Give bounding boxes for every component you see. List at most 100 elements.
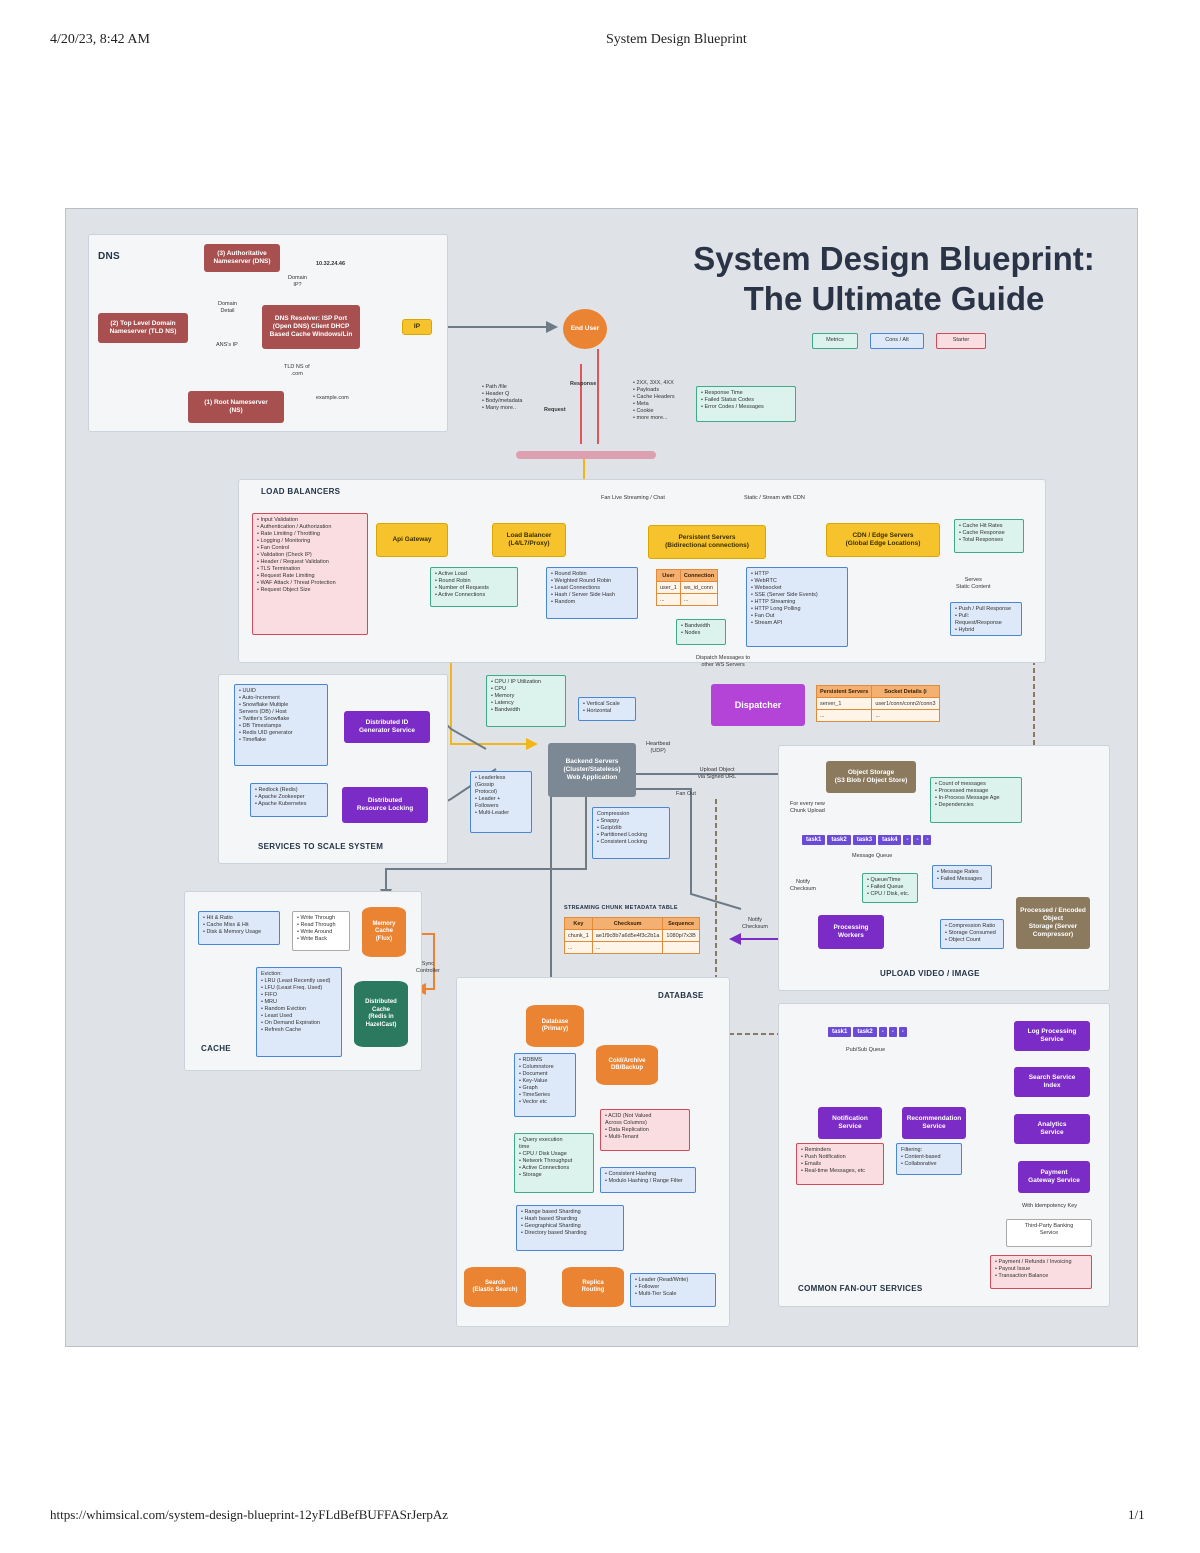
connection-cell: ws_id_conn bbox=[679, 581, 719, 594]
update-checksum-label: Notify Checksum bbox=[742, 917, 768, 930]
cold-archive-db[interactable]: Cold/Archive DB/Backup bbox=[596, 1045, 658, 1085]
fanout-live-label: Fan Live Streaming / Chat bbox=[601, 495, 665, 501]
recommendation-service[interactable]: Recommendation Service bbox=[902, 1107, 966, 1139]
object-storage[interactable]: Object Storage (S3 Blob / Object Store) bbox=[826, 761, 916, 793]
notification-notes: • Reminders • Push Notification • Emails… bbox=[796, 1143, 884, 1185]
tld-nameserver[interactable]: (2) Top Level Domain Nameserver (TLD NS) bbox=[98, 313, 188, 343]
fanout-static-label: Static / Stream with CDN bbox=[744, 495, 805, 501]
db-types-note: • RDBMS • Columnstore • Document • Key-V… bbox=[514, 1053, 576, 1117]
dispatch-caption: Dispatch Messages to other WS Servers bbox=[696, 655, 751, 668]
persistent-servers[interactable]: Persistent Servers (Bidirectional connec… bbox=[648, 525, 766, 559]
tld-ns-label: TLD NS of .com bbox=[284, 364, 310, 377]
dispatcher-header: Persistent Servers bbox=[815, 685, 873, 698]
queue-cell: task1 bbox=[802, 835, 826, 845]
chunk-header: Checksum bbox=[591, 917, 664, 930]
diagram-canvas: DNS (3) Authoritative Nameserver (DNS) (… bbox=[65, 208, 1138, 1347]
eviction-notes: Eviction: • LRU (Least Recently used) • … bbox=[256, 967, 342, 1057]
request-right-notes: • 2XX, 3XX, 4XX • Payloads • Cache Heade… bbox=[633, 380, 675, 421]
diagram-title-line1: System Design Blueprint: bbox=[693, 240, 1095, 277]
dispatcher-cell: ... bbox=[871, 709, 940, 722]
pubsub-queue: task1 task2 - - - bbox=[828, 1027, 907, 1037]
processing-workers[interactable]: Processing Workers bbox=[818, 915, 884, 949]
request-label: Request bbox=[544, 407, 566, 413]
dns-title: DNS bbox=[98, 251, 121, 262]
replica-routing[interactable]: Replica Routing bbox=[562, 1267, 624, 1307]
domain-ip-label: Domain IP? bbox=[288, 275, 307, 288]
cache-metrics-note: • Hit & Ratio • Cache Miss & Hit • Disk … bbox=[198, 911, 280, 945]
print-url[interactable]: https://whimsical.com/system-design-blue… bbox=[50, 1507, 449, 1522]
queue-cell: - bbox=[913, 835, 922, 845]
db-metrics-note: • Query execution time • CPU / Disk Usag… bbox=[514, 1133, 594, 1193]
scaling-note: • Vertical Scale • Horizontal bbox=[578, 697, 636, 721]
heartbeat-label: Heartbeat (UDP) bbox=[646, 741, 671, 754]
lb-metrics-note: • Active Load • Round Robin • Number of … bbox=[430, 567, 518, 607]
queue-cell: - bbox=[923, 835, 932, 845]
end-user-node[interactable]: End User bbox=[563, 309, 607, 349]
compression-notes: Compression • Snappy • Gzip/zlib • Parti… bbox=[592, 807, 670, 859]
sharding-note: • Range based Sharding • Hash based Shar… bbox=[516, 1205, 624, 1251]
chunk-cell: ... bbox=[591, 941, 664, 954]
chunk-cell: ... bbox=[564, 941, 593, 954]
queue-cell: task2 bbox=[827, 835, 851, 845]
dispatcher-cell: user1/conn/conn2/conn3 bbox=[871, 697, 940, 710]
resource-locking-service[interactable]: Distributed Resource Locking bbox=[342, 787, 428, 823]
worker-metrics-note: • Queue/Time • Failed Queue • CPU / Disk… bbox=[862, 873, 918, 903]
chunk-cell: 1080p/7x3B bbox=[662, 929, 700, 942]
connection-header-conn: Connection bbox=[679, 569, 719, 582]
third-party-banking[interactable]: Third-Party Banking Service bbox=[1006, 1219, 1092, 1247]
pubsub-cell: task1 bbox=[828, 1027, 852, 1037]
connection-cell: user_1 bbox=[656, 581, 681, 594]
print-datetime: 4/20/23, 8:42 AM bbox=[50, 32, 150, 47]
scale-services-title: SERVICES TO SCALE SYSTEM bbox=[258, 842, 384, 851]
processed-object-storage[interactable]: Processed / Encoded Object Storage (Serv… bbox=[1016, 897, 1090, 949]
analytics-service[interactable]: Analytics Service bbox=[1014, 1114, 1090, 1144]
message-queue: task1 task2 task3 task4 - - - bbox=[802, 835, 932, 845]
dispatcher[interactable]: Dispatcher bbox=[711, 684, 805, 726]
backend-app-servers[interactable]: Backend Servers (Cluster/Stateless) Web … bbox=[548, 743, 636, 797]
authoritative-nameserver[interactable]: (3) Authoritative Nameserver (DNS) bbox=[204, 244, 280, 272]
pubsub-cell: - bbox=[878, 1027, 887, 1037]
connection-header-user: User bbox=[656, 569, 681, 582]
pubsub-cell: - bbox=[898, 1027, 907, 1037]
dispatcher-cell: server_1 bbox=[815, 697, 873, 710]
chunk-table-title: STREAMING CHUNK METADATA TABLE bbox=[564, 905, 678, 911]
cache-strategies-note: • Write Through • Read Through • Write A… bbox=[292, 911, 350, 951]
server-metrics-note: • CPU / IP Utilization • CPU • Memory • … bbox=[486, 675, 566, 727]
pubsub-label: Pub/Sub Queue bbox=[846, 1047, 886, 1053]
recommendation-notes: Filtering: • Content-based • Collaborati… bbox=[896, 1143, 962, 1175]
serves-static-label: Serves Static Content bbox=[956, 577, 991, 590]
payment-notes: • Payment / Refunds / Invoicing • Payout… bbox=[990, 1255, 1092, 1289]
dispatcher-header: Socket Details (i bbox=[871, 685, 940, 698]
load-balancer[interactable]: Load Balancer (L4/L7/Proxy) bbox=[492, 523, 566, 557]
leader-election-notes: • Leaderless (Gossip Protocol) • Leader … bbox=[470, 771, 532, 833]
primary-database[interactable]: Database (Primary) bbox=[526, 1005, 584, 1047]
search-service[interactable]: Search Service Index bbox=[1014, 1067, 1090, 1097]
root-nameserver[interactable]: (1) Root Nameserver (NS) bbox=[188, 391, 284, 423]
cdn-edge-servers[interactable]: CDN / Edge Servers (Global Edge Location… bbox=[826, 523, 940, 557]
compression-metrics-note: • Compression Ratio • Storage Consumed •… bbox=[940, 919, 1004, 949]
response-metrics-note: • Response Time • Failed Status Codes • … bbox=[696, 386, 796, 422]
lb-algorithms-note: • Round Robin • Weighted Round Robin • L… bbox=[546, 567, 638, 619]
payment-gateway-service[interactable]: Payment Gateway Service bbox=[1018, 1161, 1090, 1193]
replica-notes: • Leader (Read/Write) • Follower • Multi… bbox=[630, 1273, 716, 1307]
memory-cache[interactable]: Memory Cache (Flux) bbox=[362, 907, 406, 957]
notification-service[interactable]: Notification Service bbox=[818, 1107, 882, 1139]
sync-controller-label: Sync Controller bbox=[416, 961, 440, 974]
log-processing-service[interactable]: Log Processing Service bbox=[1014, 1021, 1090, 1051]
notify-checksum-label: Notify Checksum bbox=[790, 879, 816, 892]
api-gateway[interactable]: Api Gateway bbox=[376, 523, 448, 557]
print-title: System Design Blueprint bbox=[606, 32, 747, 47]
search-elastic[interactable]: Search (Elastic Search) bbox=[464, 1267, 526, 1307]
storage-metrics-note: • Count of messages • Processed message … bbox=[930, 777, 1022, 823]
connection-metrics-note: • Bandwidth • Nodes bbox=[676, 619, 726, 645]
locking-notes: • Redlock (Redis) • Apache Zookeeper • A… bbox=[250, 783, 328, 817]
domain-detail-label: Domain Detail bbox=[218, 301, 237, 314]
queue-cell: task4 bbox=[878, 835, 902, 845]
distributed-id-service[interactable]: Distributed ID Generator Service bbox=[344, 711, 430, 743]
per-chunk-label: For every new Chunk Upload bbox=[790, 801, 825, 814]
connection-cell: ... bbox=[656, 593, 681, 606]
dns-resolver[interactable]: DNS Resolver: ISP Port (Open DNS) Client… bbox=[262, 305, 360, 349]
distributed-cache[interactable]: Distributed Cache (Redis in HazelCast) bbox=[354, 981, 408, 1047]
id-generator-notes: • UUID • Auto-Increment • Snowflake Mult… bbox=[234, 684, 328, 766]
legend-metrics: Metrics bbox=[812, 333, 858, 349]
